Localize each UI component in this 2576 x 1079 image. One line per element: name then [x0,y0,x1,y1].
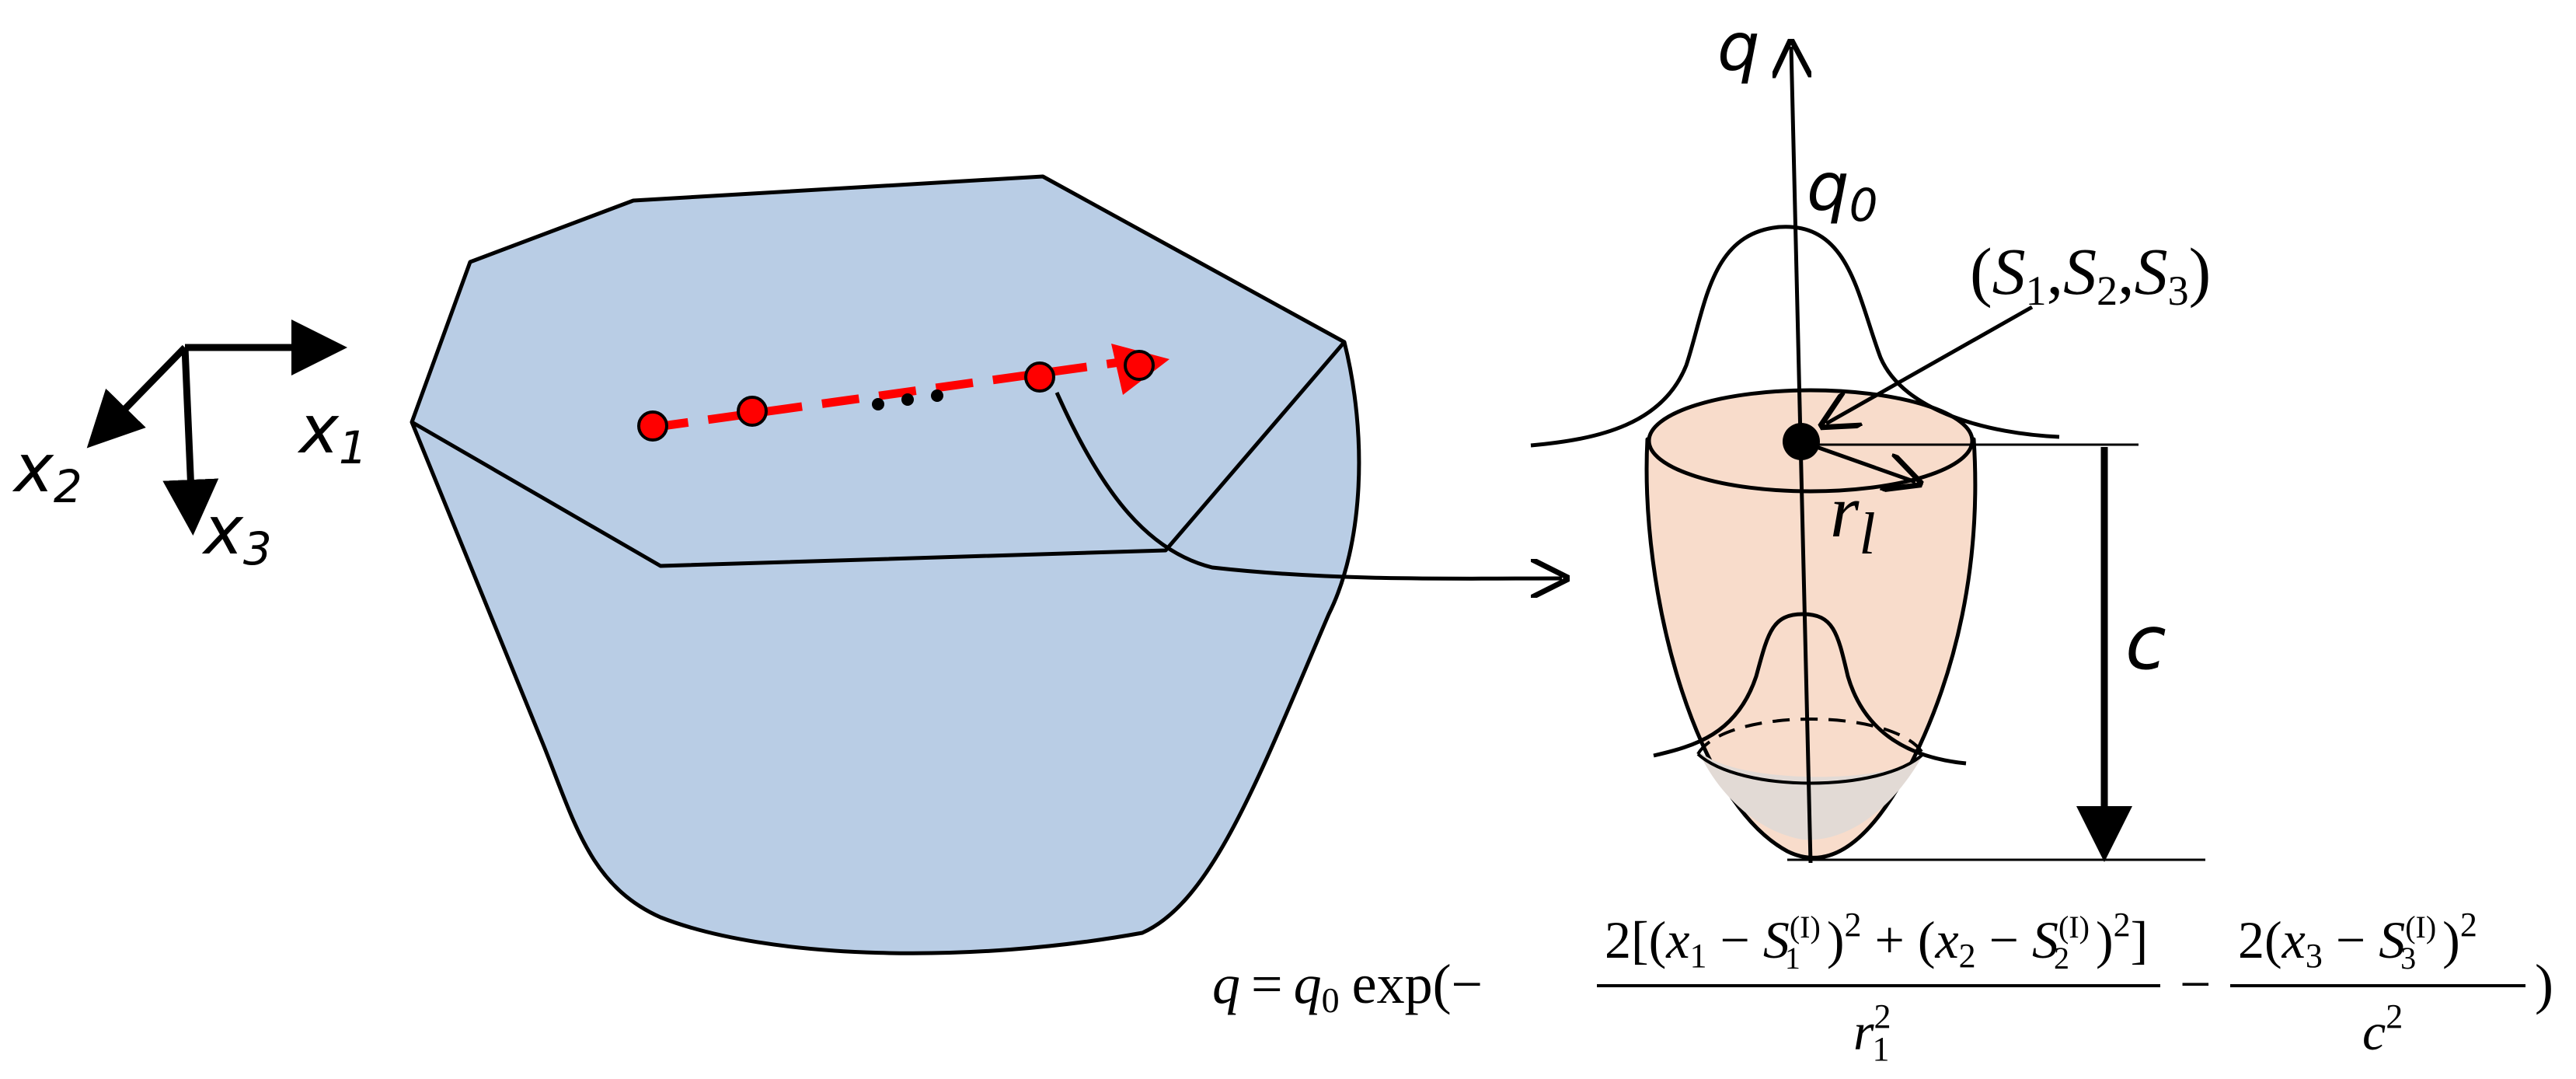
depth-label: c [2125,599,2166,686]
radius-arrow [1800,439,1915,482]
heat-source-center-label: (S1,S2,S3) [1970,234,2211,314]
equation-fraction-1-numerator: 2[(x1 − S(I)1)2 + (x2 − S(I)2)2] [1605,906,2148,976]
radius-label: rl [1830,470,1875,567]
heat-source-model: q q0 (S1,S2,S3) rl c [1530,9,2211,864]
q-axis-label: q [1717,9,1760,86]
heat-source-point [1024,361,1055,393]
equation-close-paren: ) [2535,953,2553,1015]
workpiece-block [410,174,1361,955]
zoom-connector-arrow [1054,391,1562,578]
heat-source-ellipsoid [1644,437,1978,860]
x1-axis-label: x1 [297,391,368,474]
center-label-pointer [1826,305,2034,424]
equation-minus: − [2180,953,2212,1015]
block-body [410,174,1361,955]
q0-label: q0 [1807,148,1878,232]
equation-fraction-2-numerator: 2(x3 − S(I)3)2 [2238,906,2477,976]
scan-path [637,344,1169,442]
ellipsis-dot [931,389,943,402]
heat-source-point [1124,350,1155,381]
surface-gaussian-curve [1530,225,2060,448]
ellipsis-dot [901,393,914,406]
coordinate-axes: x1 x2 x3 [12,320,368,575]
heat-source-point [737,396,768,427]
x2-axis-label: x2 [12,430,82,513]
x3-axis-label: x3 [201,492,272,575]
ellipsis-dot [872,398,884,410]
equation-fraction-2-denominator: c2 [2362,997,2403,1061]
block-top-face-edge [410,340,1346,568]
x3-axis-arrow [162,347,219,536]
heat-source-point [637,410,668,442]
scan-path-line [650,354,1143,432]
inner-section-upper-edge-dashed [1696,718,1925,756]
x2-axis-arrow [86,344,188,449]
